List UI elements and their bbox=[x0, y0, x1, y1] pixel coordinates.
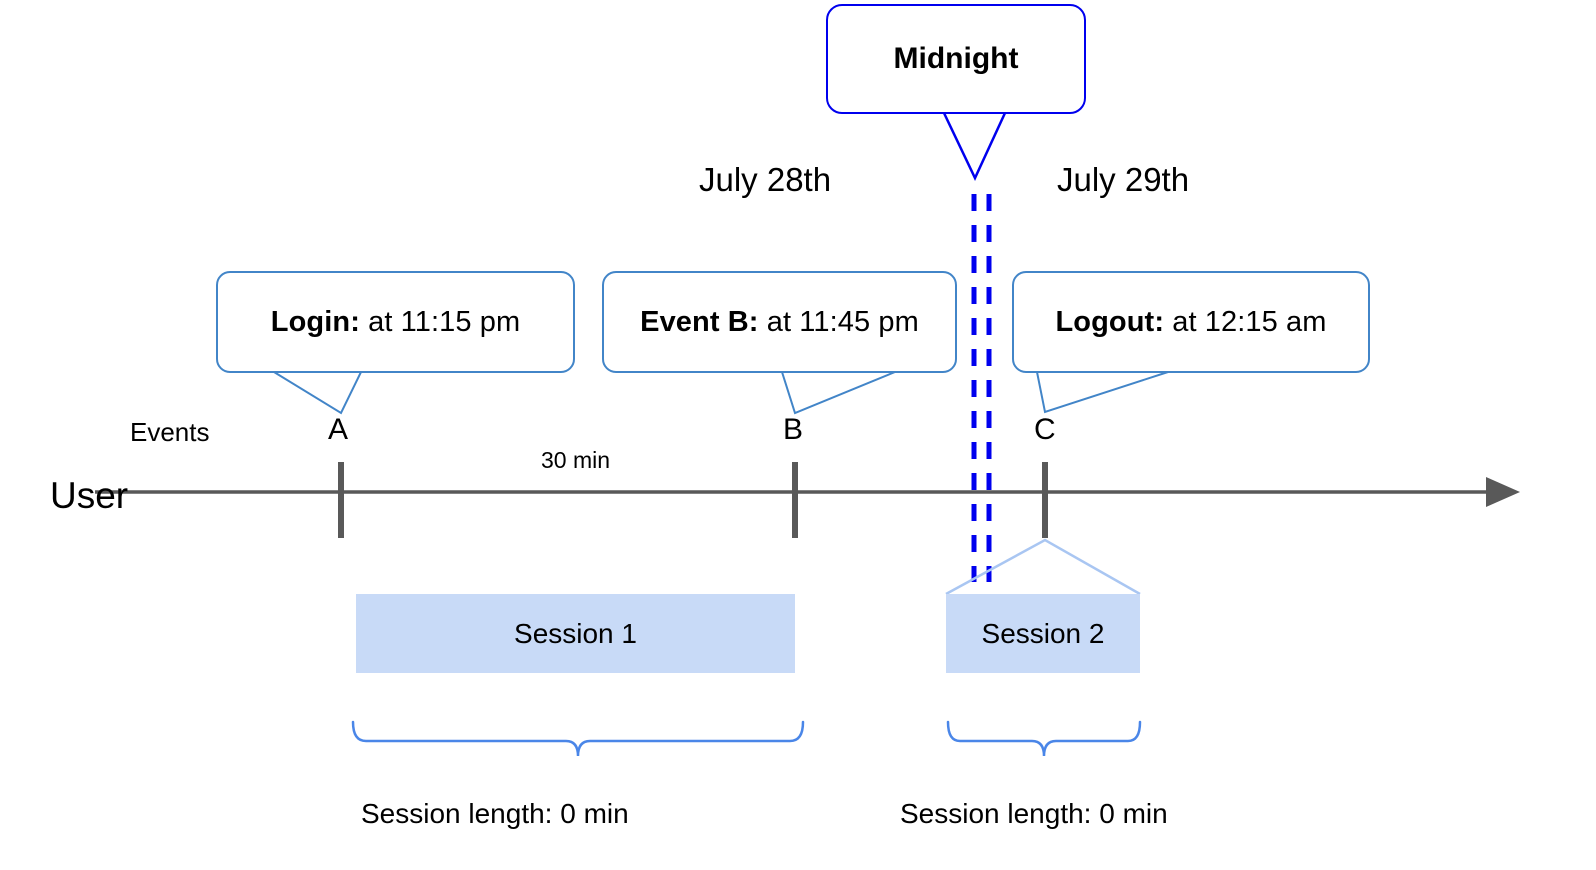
user-row-label: User bbox=[50, 475, 129, 516]
interval-label-30min: 30 min bbox=[541, 447, 611, 473]
session2-brace bbox=[946, 720, 1142, 757]
eventb-callout-tail bbox=[781, 371, 896, 415]
session-1-length-label: Session length: 0 min bbox=[361, 798, 629, 829]
timeline-arrowhead bbox=[1486, 477, 1520, 507]
logout-callout-rest: at 12:15 am bbox=[1164, 305, 1327, 338]
login-callout: Login: at 11:15 pm bbox=[216, 271, 575, 373]
session-1-bar-label: Session 1 bbox=[514, 617, 637, 649]
session1-brace bbox=[351, 720, 805, 757]
midnight-callout-tail bbox=[942, 112, 1007, 181]
session2-leader-lines bbox=[945, 538, 1141, 596]
events-row-label: Events bbox=[130, 417, 210, 447]
eventb-callout-label: Event B: at 11:45 pm bbox=[640, 306, 919, 339]
eventb-callout-bold: Event B: bbox=[640, 305, 759, 338]
marker-letter-b: B bbox=[783, 413, 804, 446]
logout-callout-label: Logout: at 12:15 am bbox=[1055, 306, 1326, 339]
midnight-callout: Midnight bbox=[826, 4, 1086, 114]
marker-letter-c: C bbox=[1034, 413, 1056, 446]
session-1-bar: Session 1 bbox=[356, 594, 795, 673]
session-2-bar-label: Session 2 bbox=[981, 617, 1105, 649]
logout-callout: Logout: at 12:15 am bbox=[1012, 271, 1370, 373]
login-callout-rest: at 11:15 pm bbox=[359, 305, 521, 338]
eventb-callout: Event B: at 11:45 pm bbox=[602, 271, 957, 373]
eventb-callout-rest: at 11:45 pm bbox=[758, 305, 919, 338]
login-callout-tail bbox=[273, 371, 362, 415]
login-callout-bold: Login: bbox=[270, 305, 360, 338]
logout-callout-tail bbox=[1036, 371, 1169, 414]
date-label-left: July 28th bbox=[699, 161, 832, 198]
login-callout-label: Login: at 11:15 pm bbox=[271, 306, 520, 339]
session-2-bar: Session 2 bbox=[946, 594, 1140, 673]
marker-letter-a: A bbox=[328, 413, 349, 446]
date-label-right: July 29th bbox=[1057, 161, 1190, 198]
session-2-length-label: Session length: 0 min bbox=[900, 798, 1168, 829]
logout-callout-bold: Logout: bbox=[1055, 305, 1165, 338]
midnight-callout-label: Midnight bbox=[893, 42, 1019, 75]
